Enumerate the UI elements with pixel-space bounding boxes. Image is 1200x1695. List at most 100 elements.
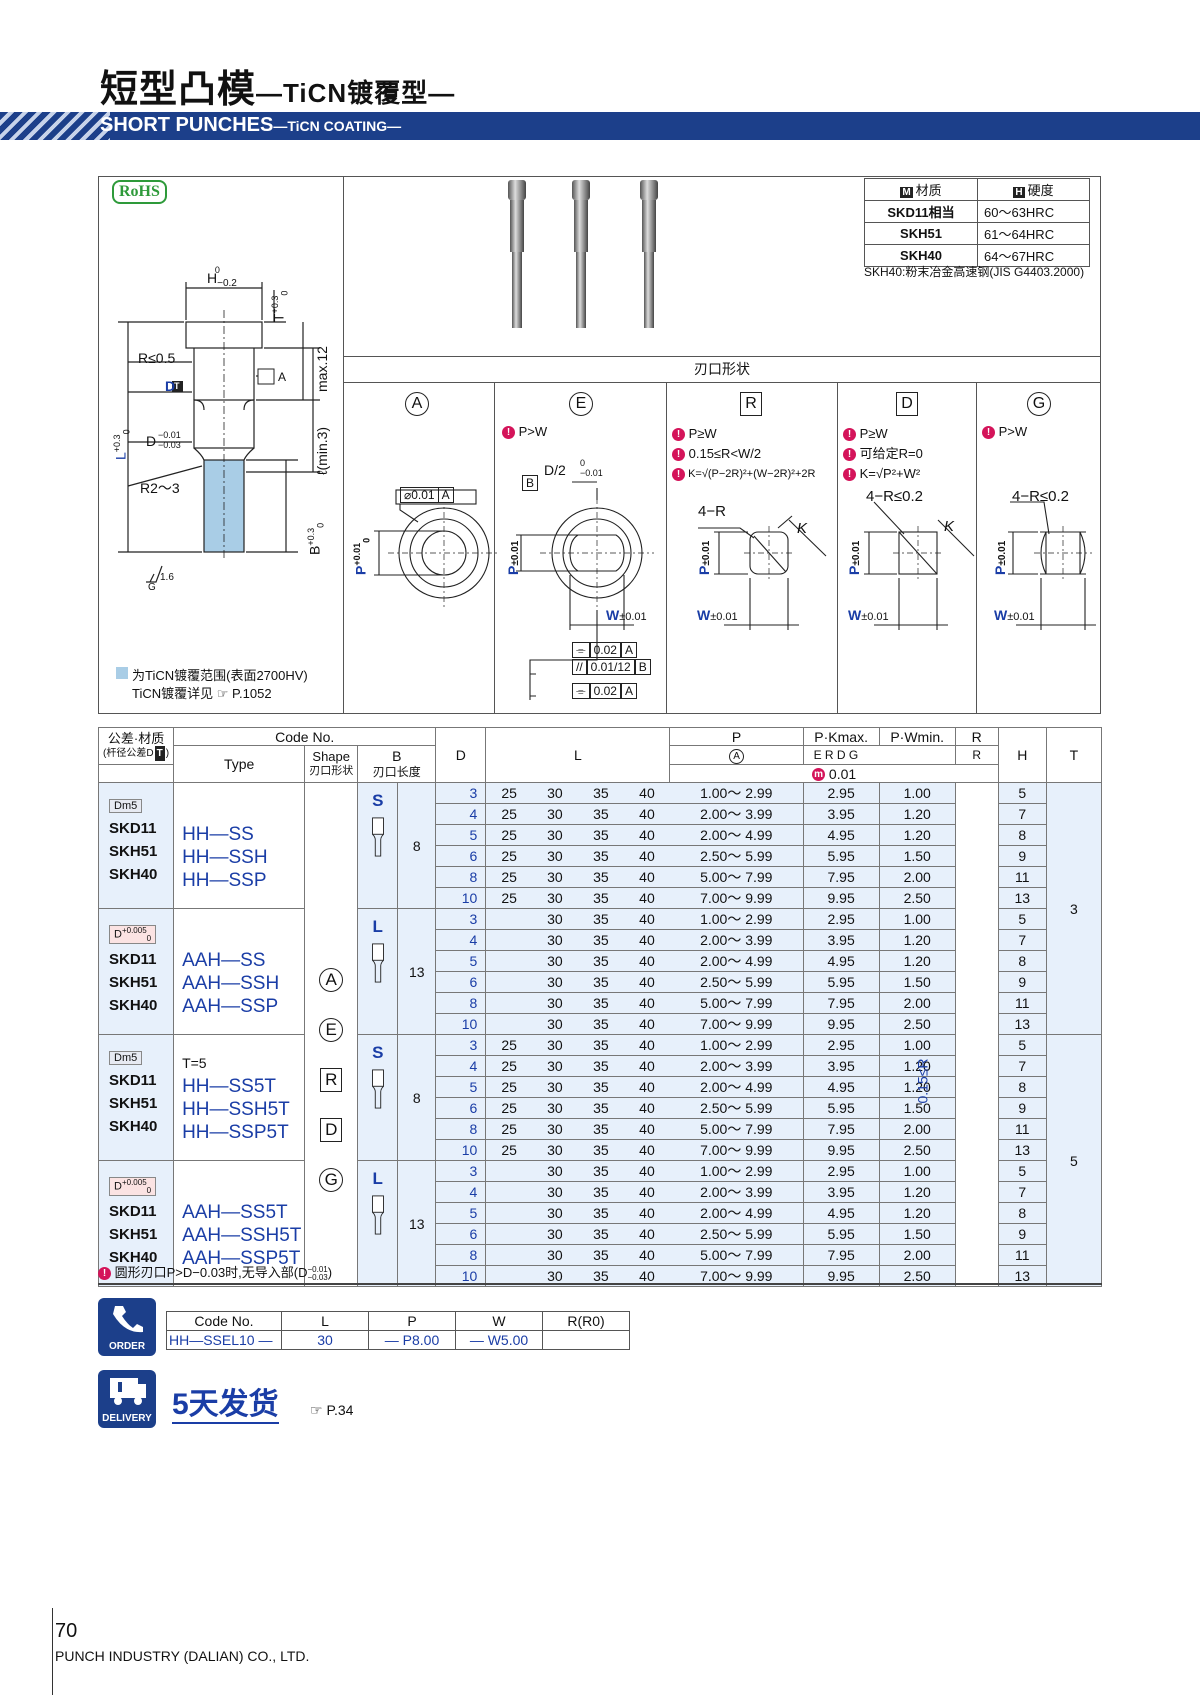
page-number: 70 <box>55 1620 78 1642</box>
order-v-r <box>542 1330 630 1350</box>
l-cell <box>485 1181 532 1203</box>
l-cell: 25 <box>485 1034 532 1056</box>
h-cell: 9 <box>997 1097 1047 1119</box>
p-cell: 2.00～ 4.99 <box>669 824 804 846</box>
pw-cell: 1.20 <box>878 1181 956 1203</box>
h-cell: 13 <box>997 887 1047 909</box>
legend-coat: 为TiCN镀覆范围(表面2700HV) <box>132 668 308 683</box>
l-cell: 30 <box>531 1034 578 1056</box>
hardness-cell: 60～63HRC <box>977 200 1090 223</box>
p-cell: 2.00～ 3.99 <box>669 803 804 825</box>
pw-cell: 1.00 <box>878 1160 956 1182</box>
b-cell: 8 <box>397 1034 437 1161</box>
pk-cell: 9.95 <box>802 887 880 909</box>
h-cell: 8 <box>997 1076 1047 1098</box>
pk-cell: 3.95 <box>802 803 880 825</box>
l-cell: 25 <box>485 824 532 846</box>
d-cell: 4 <box>435 1181 487 1203</box>
l-cell: 35 <box>577 992 624 1014</box>
pw-cell: 1.20 <box>878 824 956 846</box>
frame-divider <box>837 382 838 714</box>
pw-cell: 1.20 <box>878 1202 956 1224</box>
d-cell: 8 <box>435 992 487 1014</box>
p-cell: 2.50～ 5.99 <box>669 1223 804 1245</box>
d-cell: 4 <box>435 1055 487 1077</box>
d-cell: 3 <box>435 1160 487 1182</box>
l-cell: 35 <box>577 1202 624 1224</box>
l-cell: 30 <box>531 782 578 804</box>
l-cell: 40 <box>623 866 670 888</box>
l-cell <box>485 1244 532 1266</box>
l-cell: 30 <box>531 1139 578 1161</box>
dim-dt-icon: T <box>174 381 180 391</box>
l-cell: 35 <box>577 908 624 930</box>
h-cell: 7 <box>997 1181 1047 1203</box>
delivery-ref[interactable]: ☞ P.34 <box>310 1402 354 1418</box>
col-type: Type <box>173 745 306 783</box>
p-cell: 1.00～ 2.99 <box>669 782 804 804</box>
pk-cell: 4.95 <box>802 950 880 972</box>
pw-cell: 1.50 <box>878 845 956 867</box>
l-cell: 40 <box>623 1223 670 1245</box>
material-cell: SKD11相当 <box>864 200 978 223</box>
d-cell: 5 <box>435 1076 487 1098</box>
h-cell: 13 <box>997 1265 1047 1287</box>
l-cell: 30 <box>531 971 578 993</box>
roughness: 1.6 <box>160 572 174 583</box>
order-h-r: R(R0) <box>542 1311 630 1331</box>
pw-cell: 1.20 <box>878 1076 956 1098</box>
d-cell: 6 <box>435 1223 487 1245</box>
shape-e-p: P±0.01 <box>505 540 521 575</box>
shape-r-w: W±0.01 <box>697 607 738 623</box>
l-cell: 35 <box>577 1034 624 1056</box>
frame-top <box>98 176 1101 177</box>
l-cell: 40 <box>623 782 670 804</box>
punch-photo <box>508 180 658 328</box>
l-cell: 40 <box>623 950 670 972</box>
l-cell: 30 <box>531 929 578 951</box>
shape-g-4r: 4−R≤0.2 <box>1012 488 1070 505</box>
dim-dt: D <box>165 378 176 394</box>
pw-cell: 1.00 <box>878 1034 956 1056</box>
l-cell: 35 <box>577 950 624 972</box>
h-cell: 11 <box>997 1244 1047 1266</box>
frame-divider <box>343 382 1101 383</box>
l-cell: 40 <box>623 1139 670 1161</box>
pw-cell: 2.00 <box>878 866 956 888</box>
col-l: L <box>485 727 671 783</box>
shape-d-cond: ! P≥W! 可给定R=0! K=√P²+W² <box>843 424 923 484</box>
shape-d-k: K <box>944 518 955 535</box>
pk-cell: 4.95 <box>802 824 880 846</box>
pk-cell: 7.95 <box>802 992 880 1014</box>
pw-cell: 2.50 <box>878 1265 956 1287</box>
pk-cell: 9.95 <box>802 1139 880 1161</box>
p-cell: 5.00～ 7.99 <box>669 1118 804 1140</box>
l-cell <box>485 971 532 993</box>
l-cell: 30 <box>531 1244 578 1266</box>
l-cell: 25 <box>485 1139 532 1161</box>
l-cell <box>485 1223 532 1245</box>
pk-cell: 2.95 <box>802 782 880 804</box>
page-title: 短型凸模—TiCN镀覆型— <box>100 69 456 111</box>
title-banner <box>0 112 1200 140</box>
pw-cell: 2.50 <box>878 1139 956 1161</box>
l-cell <box>485 908 532 930</box>
p-cell: 1.00～ 2.99 <box>669 1034 804 1056</box>
shape-header: 刃口形状 <box>694 361 750 377</box>
pw-cell: 1.50 <box>878 971 956 993</box>
d-cell: 5 <box>435 950 487 972</box>
l-cell: 40 <box>623 845 670 867</box>
delivery-text: 5天发货 <box>172 1388 279 1424</box>
l-cell: 25 <box>485 845 532 867</box>
p-cell: 7.00～ 9.99 <box>669 1013 804 1035</box>
l-cell: 35 <box>577 1097 624 1119</box>
b-type-cell: L <box>357 908 399 1035</box>
l-cell: 40 <box>623 1118 670 1140</box>
l-cell: 30 <box>531 908 578 930</box>
pw-cell: 1.20 <box>878 950 956 972</box>
l-cell: 30 <box>531 803 578 825</box>
